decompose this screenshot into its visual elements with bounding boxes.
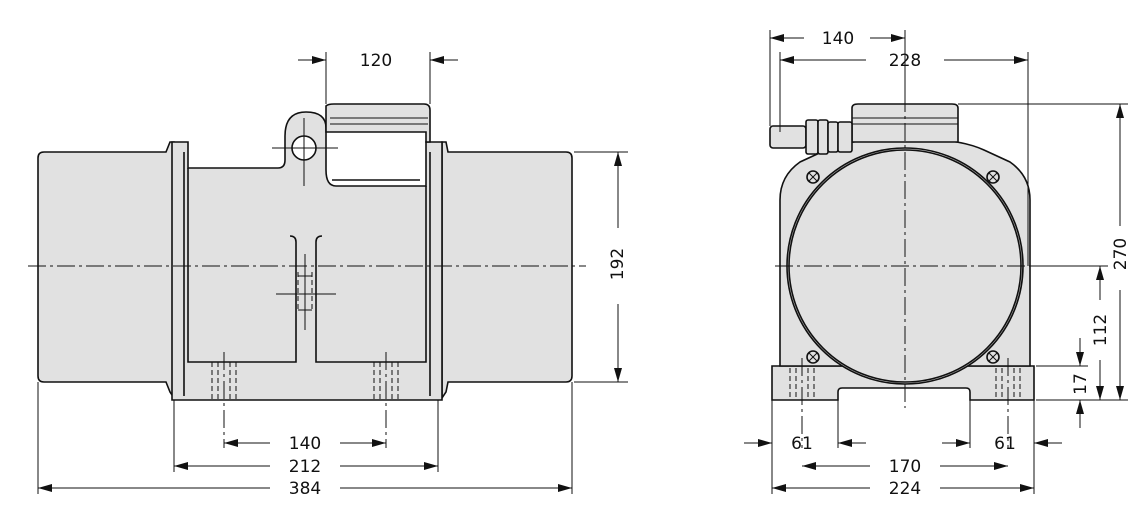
left-end-cap <box>37 141 175 401</box>
dim-end-224: 224 <box>772 479 1034 499</box>
dim-foot-length: 212 <box>173 400 439 477</box>
terminal-box <box>325 103 431 143</box>
dim-end-61-left: 61 <box>744 400 866 494</box>
central-housing <box>171 111 443 401</box>
right-end-cap <box>441 141 573 401</box>
dim-label-end-170: 170 <box>889 457 921 477</box>
end-view: 140 228 270 112 <box>744 29 1131 499</box>
dim-label-384: 384 <box>289 479 321 499</box>
dim-label-192: 192 <box>608 248 628 280</box>
dim-label-end-228: 228 <box>889 51 921 71</box>
dim-end-170: 170 <box>802 457 1008 477</box>
dim-label-end-270: 270 <box>1111 238 1131 270</box>
dim-label-140: 140 <box>289 434 321 454</box>
foot-recess-left <box>187 168 297 363</box>
foot-recess-right <box>315 186 427 363</box>
dim-foot-holes: 140 <box>224 434 386 454</box>
dim-end-61-right: 61 <box>942 400 1062 494</box>
dim-end-112: 112 <box>1030 265 1111 400</box>
cable-gland <box>769 119 853 155</box>
dim-label-120: 120 <box>360 51 392 71</box>
dim-label-end-17: 17 <box>1071 373 1091 395</box>
dim-label-end-112: 112 <box>1091 314 1111 346</box>
dim-label-end-61-left: 61 <box>791 434 813 454</box>
dim-end-270: 270 <box>958 103 1131 401</box>
dim-overall-length: 384 <box>37 382 573 499</box>
dim-label-212: 212 <box>289 457 321 477</box>
dim-label-end-224: 224 <box>889 479 921 499</box>
dim-label-end-140: 140 <box>822 29 854 49</box>
side-view: 120 192 140 212 <box>28 51 628 499</box>
dim-top-width: 120 <box>298 51 458 104</box>
dim-end-140: 140 <box>769 29 906 126</box>
dim-end-17: 17 <box>1036 338 1091 428</box>
hidden-holes <box>211 272 399 400</box>
dim-end-228: 228 <box>779 51 1029 266</box>
dim-label-end-61-right: 61 <box>994 434 1016 454</box>
end-hidden-holes <box>789 368 1021 400</box>
dim-height: 192 <box>574 151 628 383</box>
screw-icon-set <box>806 170 1000 364</box>
